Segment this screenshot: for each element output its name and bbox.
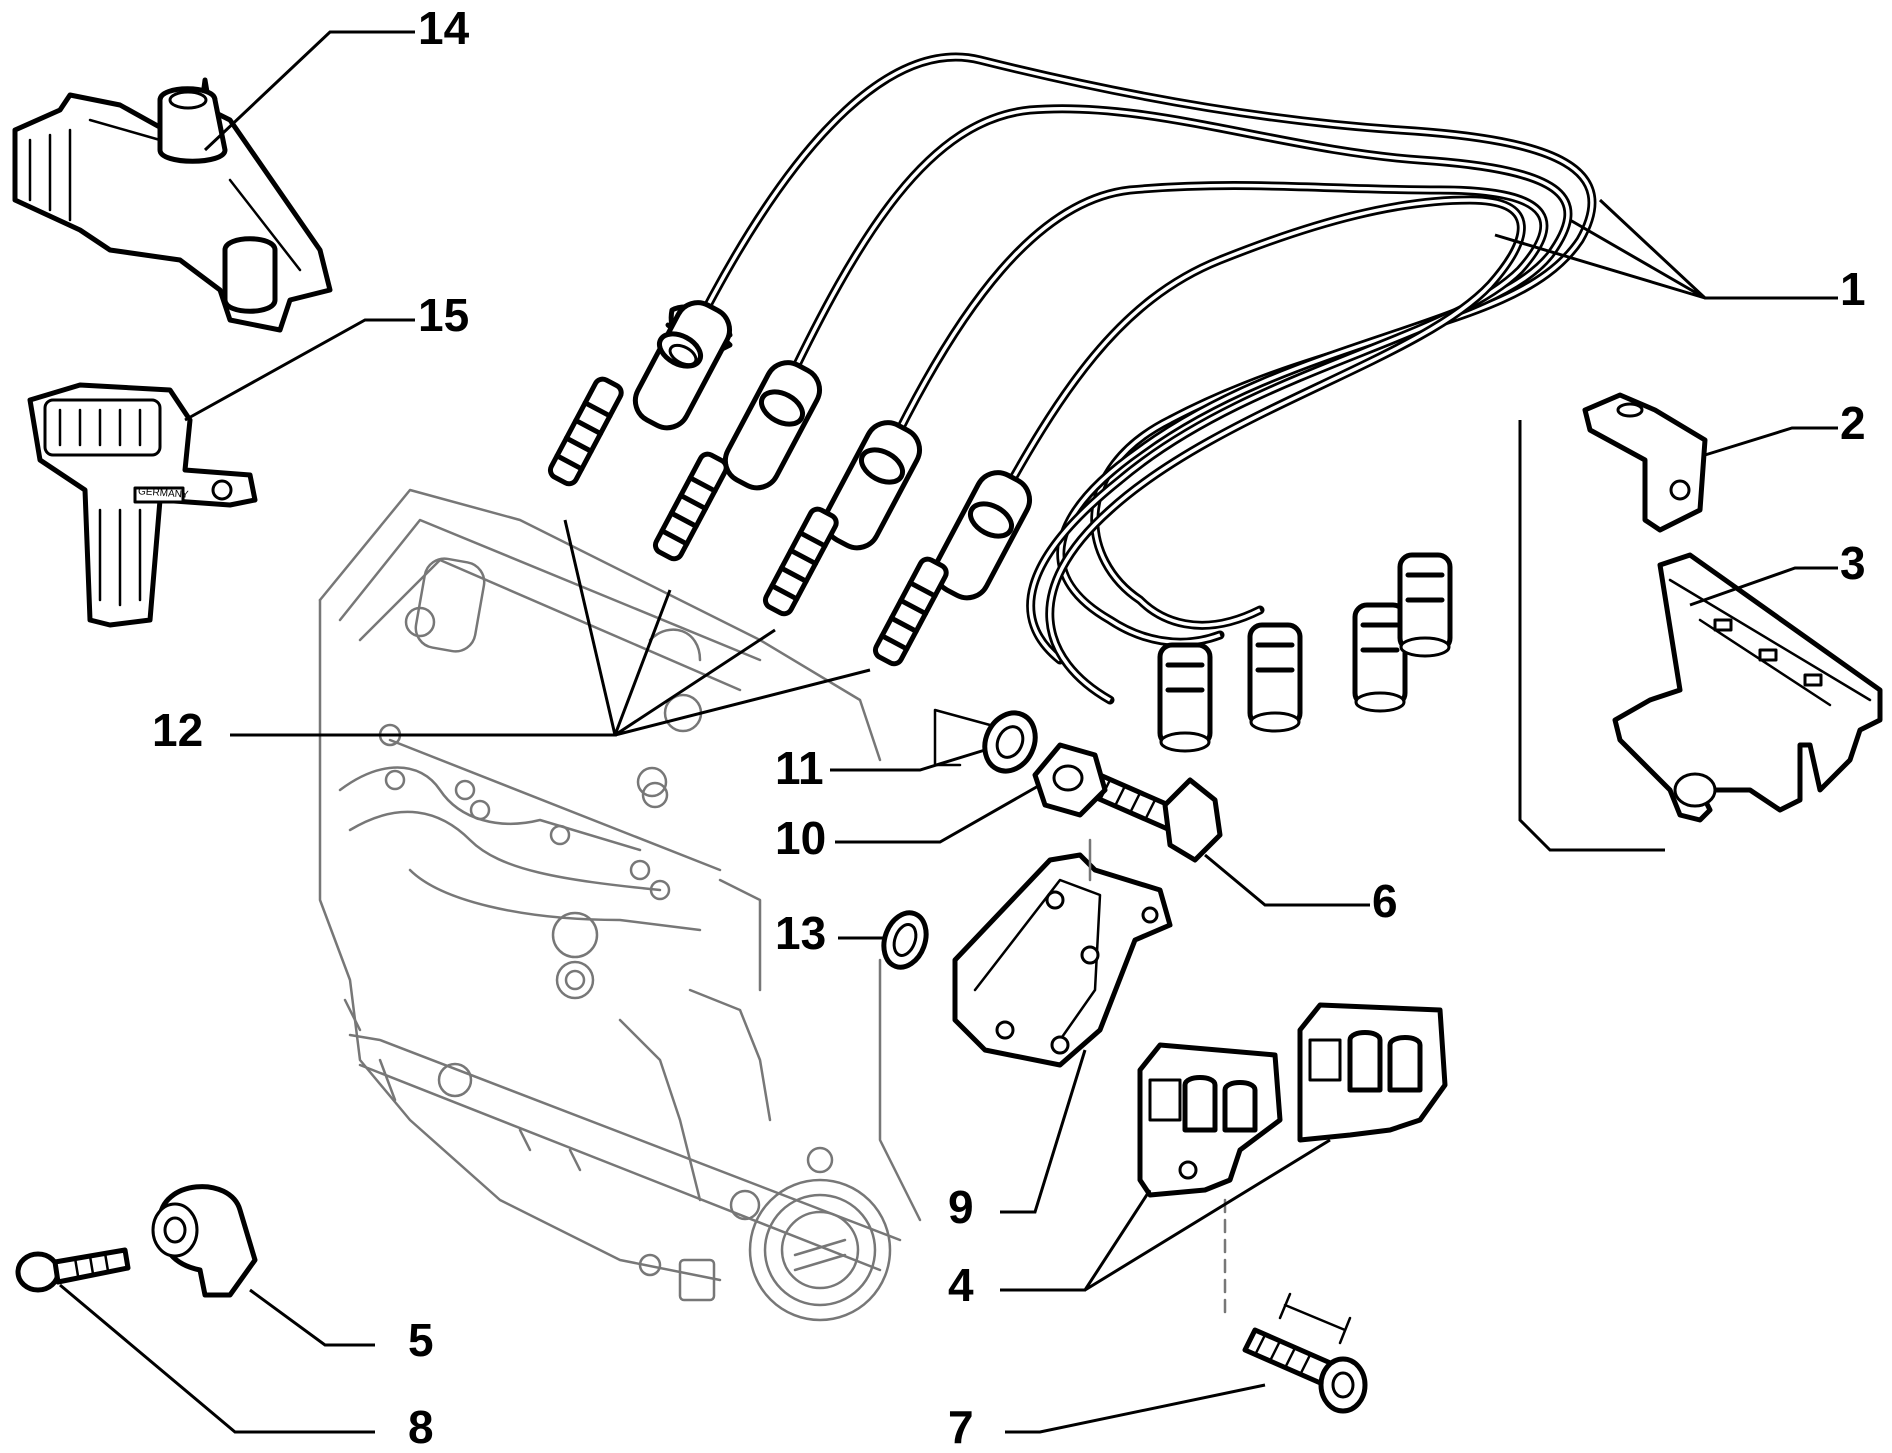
callout-15: 15 xyxy=(418,289,470,341)
callout-10: 10 xyxy=(775,812,827,864)
engine-block-drawing xyxy=(318,488,922,1322)
bracket-small-drawing xyxy=(1582,392,1708,533)
lead-support-bracket-drawing xyxy=(1612,552,1883,823)
ignition-leads-drawing xyxy=(632,52,1597,753)
callout-11: 11 xyxy=(775,742,824,794)
knock-sensor-drawing xyxy=(151,1184,258,1298)
callout-14: 14 xyxy=(418,2,470,54)
camshaft-sensor-drawing xyxy=(27,382,258,628)
callout-5: 5 xyxy=(408,1314,434,1366)
spark-plugs-drawing xyxy=(547,376,949,667)
callout-3: 3 xyxy=(1840,537,1866,589)
callout-12: 12 xyxy=(152,704,204,756)
callout-2: 2 xyxy=(1840,397,1866,449)
distributor-body-drawing xyxy=(12,77,333,333)
bolt-7-drawing xyxy=(1223,1198,1368,1414)
leader-lines xyxy=(59,30,1838,1434)
callout-13: 13 xyxy=(775,907,827,959)
callout-1: 1 xyxy=(1840,263,1866,315)
callout-6: 6 xyxy=(1372,875,1398,927)
o-ring-drawing xyxy=(881,910,929,970)
bolt-6-drawing xyxy=(1087,772,1223,863)
coil-mount-plate-drawing xyxy=(952,838,1173,1068)
ignition-coils-drawing xyxy=(1137,1002,1448,1198)
callout-4: 4 xyxy=(948,1259,974,1311)
callout-7: 7 xyxy=(948,1401,974,1453)
nut-washer-drawing xyxy=(933,708,1108,818)
bolt-8-drawing xyxy=(15,1247,131,1293)
callout-8: 8 xyxy=(408,1401,434,1453)
callout-9: 9 xyxy=(948,1181,974,1233)
